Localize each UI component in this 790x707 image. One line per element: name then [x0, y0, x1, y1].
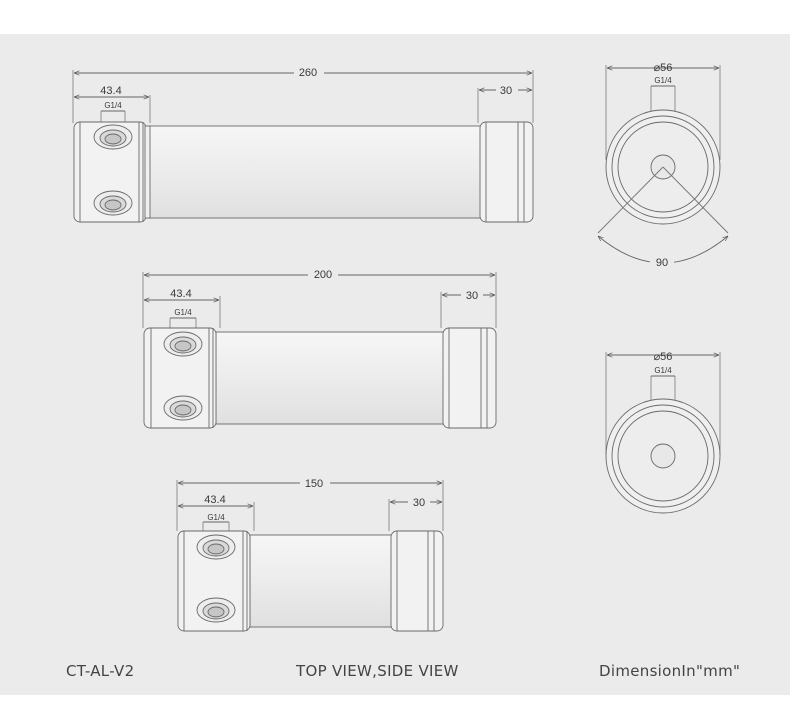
side-view-lower: [605, 352, 721, 514]
center-port: [650, 443, 676, 469]
length-label: 200: [314, 269, 332, 281]
units-caption: DimensionIn"mm": [599, 662, 741, 680]
port-offset-label: 43.4: [204, 494, 225, 506]
views-caption: TOP VIEW,SIDE VIEW: [296, 662, 459, 680]
tube-body: [215, 331, 447, 425]
port-offset-label: 43.4: [100, 85, 121, 97]
port-lower: [163, 395, 203, 421]
tube-body: [249, 534, 395, 628]
tube-body: [147, 125, 483, 219]
port-offset-label: 43.4: [170, 288, 191, 300]
diameter-label: ⌀56: [654, 62, 673, 74]
tube-200-top-view: [142, 272, 497, 429]
thread-label: G1/4: [207, 513, 225, 522]
port-upper: [196, 534, 236, 560]
port-upper: [93, 124, 133, 150]
port-lower: [196, 597, 236, 623]
tube-150-top-view: [176, 480, 444, 632]
right-end-cap: [442, 327, 497, 429]
right-end-cap: [390, 530, 444, 632]
thread-label: G1/4: [174, 308, 192, 317]
port-upper: [163, 331, 203, 357]
model-name: CT-AL-V2: [66, 662, 135, 680]
tube-260-top-view: [72, 70, 534, 223]
length-label: 260: [299, 67, 317, 79]
port-lower: [93, 190, 133, 216]
thread-label: G1/4: [654, 366, 672, 375]
cap-length-label: 30: [413, 497, 425, 509]
right-end-cap: [479, 121, 534, 223]
angle-label: 90: [656, 257, 668, 269]
cap-length-label: 30: [500, 85, 512, 97]
side-view-upper: [598, 65, 728, 264]
thread-label: G1/4: [104, 101, 122, 110]
cap-length-label: 30: [466, 290, 478, 302]
thread-label: G1/4: [654, 76, 672, 85]
length-label: 150: [305, 478, 323, 490]
diameter-label: ⌀56: [654, 351, 673, 363]
